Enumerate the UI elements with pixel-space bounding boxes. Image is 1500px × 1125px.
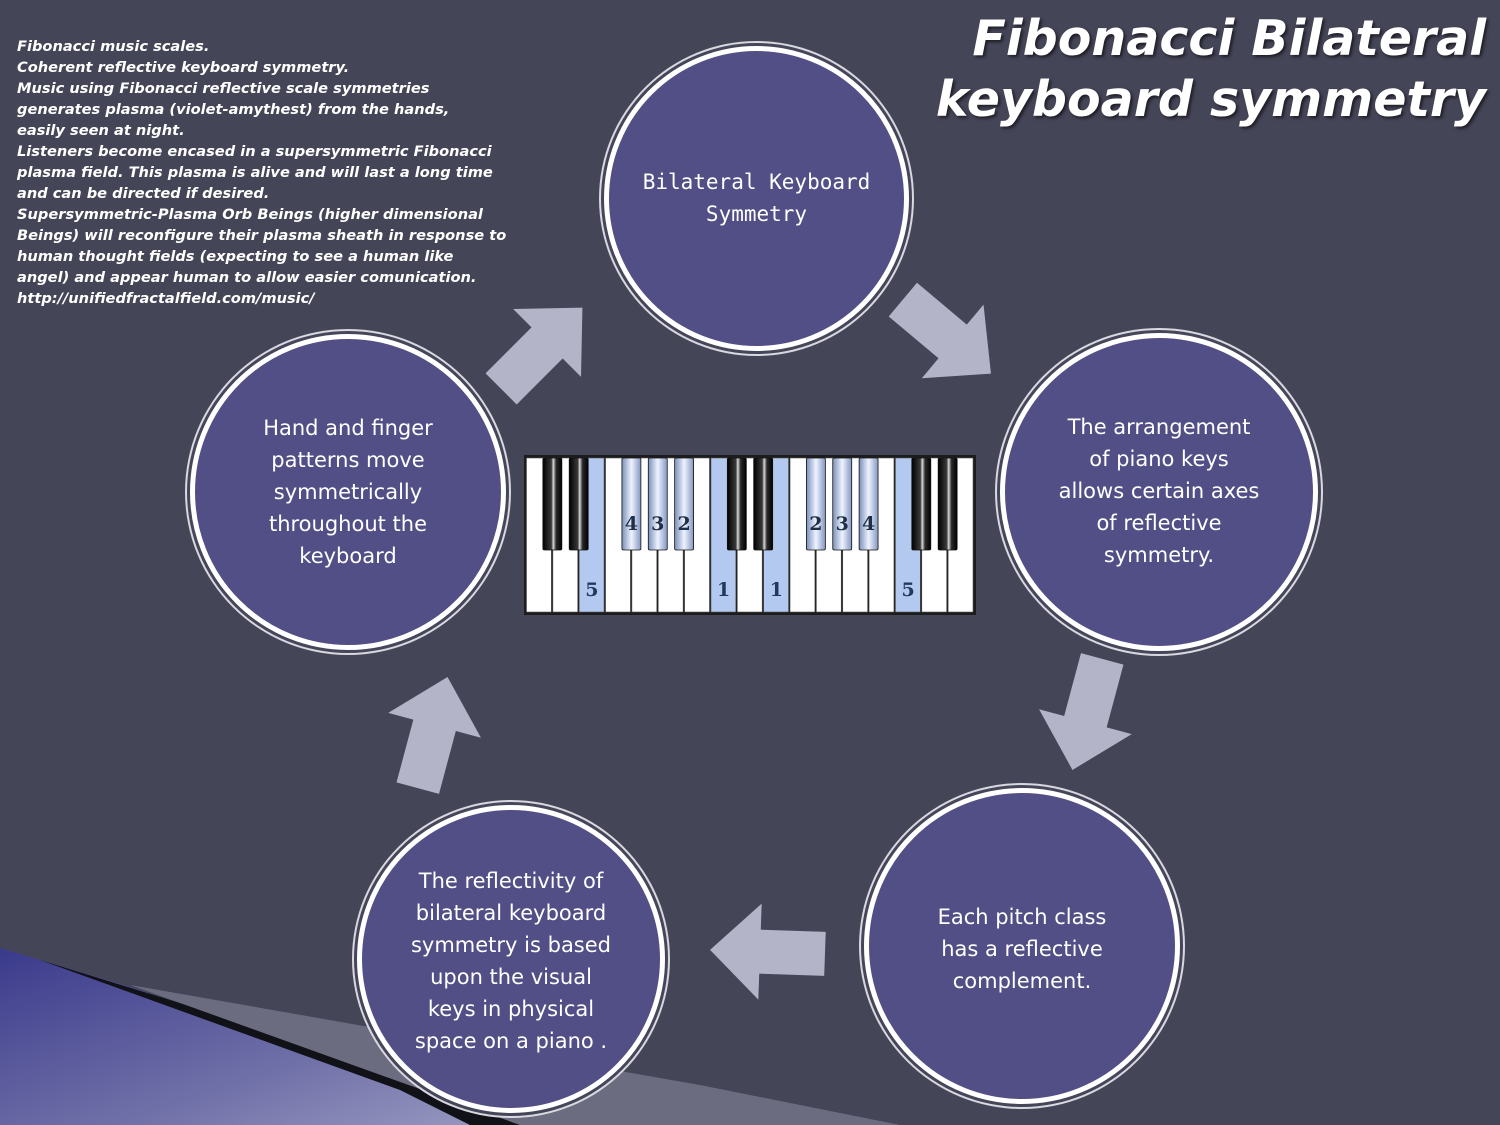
piano-black-key — [568, 457, 589, 551]
node-text-line: throughout the — [268, 512, 428, 536]
piano-black-key-highlighted — [858, 457, 879, 551]
node-text-line: symmetry. — [1103, 543, 1215, 567]
piano-black-key — [726, 457, 747, 551]
arrow-down-right-icon — [888, 282, 991, 379]
cycle-node-hand-patterns: Hand and finger patterns move symmetrica… — [190, 334, 506, 650]
finger-number-label: 5 — [902, 579, 915, 601]
node-text-line: Bilateral Keyboard — [642, 170, 871, 194]
piano-black-key-highlighted — [621, 457, 642, 551]
piano-black-key-highlighted — [832, 457, 853, 551]
notes-line: Coherent reflective keyboard symmetry. — [17, 59, 350, 76]
finger-number-label: 1 — [770, 579, 783, 601]
notes-line: easily seen at night. — [17, 122, 185, 139]
finger-number-label: 2 — [809, 513, 822, 535]
notes-line: angel) and appear human to allow easier … — [17, 269, 477, 286]
cycle-node-pitch-class: Each pitch class has a reflective comple… — [864, 788, 1180, 1104]
node-text-line: space on a piano . — [414, 1029, 608, 1053]
piano-black-key — [911, 457, 932, 551]
piano-black-key — [542, 457, 563, 551]
node-text-line: upon the visual — [430, 965, 592, 989]
node-text-line: The arrangement — [1067, 415, 1251, 439]
notes-link[interactable]: http://unifiedfractalfield.com/music/ — [17, 290, 315, 307]
node-text-line: symmetrically — [273, 480, 423, 504]
piano-black-key-highlighted — [805, 457, 826, 551]
title-line-1: Fibonacci Bilateral — [972, 10, 1486, 67]
notes-line: Fibonacci music scales. — [17, 38, 210, 55]
finger-number-label: 2 — [678, 513, 691, 535]
finger-number-label: 3 — [651, 513, 664, 535]
cycle-node-bilateral-symmetry: Bilateral Keyboard Symmetry — [604, 46, 909, 351]
cycle-node-key-arrangement: The arrangement of piano keys allows cer… — [1000, 333, 1318, 651]
arrow-down-icon — [1039, 653, 1132, 770]
node-text-line: of piano keys — [1089, 447, 1229, 471]
description-notes: Fibonacci music scales. Coherent reflect… — [17, 36, 617, 309]
node-text-line: complement. — [952, 969, 1092, 993]
notes-line: and can be directed if desired. — [17, 185, 270, 202]
node-text-line: Each pitch class — [937, 905, 1107, 929]
arrow-up-icon — [388, 677, 481, 794]
title-line-2: keyboard symmetry — [935, 71, 1486, 128]
piano-black-key-highlighted — [674, 457, 695, 551]
finger-number-label: 3 — [836, 513, 849, 535]
piano-black-key — [753, 457, 774, 551]
piano-black-key-highlighted — [647, 457, 668, 551]
finger-number-label: 4 — [625, 513, 638, 535]
node-text-line: has a reflective — [941, 937, 1103, 961]
arrow-left-icon — [710, 903, 826, 1000]
cycle-node-reflectivity: The reflectivity of bilateral keyboard s… — [357, 805, 665, 1113]
node-text-line: patterns move — [271, 448, 425, 472]
node-text-line: bilateral keyboard — [415, 901, 607, 925]
notes-line: Supersymmetric-Plasma Orb Beings (higher… — [17, 206, 483, 223]
node-text-line: symmetry is based — [410, 933, 611, 957]
page-title: Fibonacci Bilateral keyboard symmetry — [846, 8, 1486, 130]
piano-black-key — [937, 457, 958, 551]
finger-number-label: 5 — [585, 579, 598, 601]
notes-line: plasma field. This plasma is alive and w… — [17, 164, 493, 181]
finger-number-label: 1 — [717, 579, 730, 601]
finger-number-label: 4 — [862, 513, 875, 535]
arrow-up-right-icon — [485, 307, 583, 405]
notes-line: generates plasma (violet-amythest) from … — [17, 101, 450, 118]
node-text-line: Hand and finger — [263, 416, 433, 440]
notes-line: Listeners become encased in a supersymme… — [17, 143, 492, 160]
notes-line: human thought fields (expecting to see a… — [17, 248, 454, 265]
notes-line: Beings) will reconfigure their plasma sh… — [17, 227, 507, 244]
node-text-line: Symmetry — [705, 202, 808, 226]
node-text-line: allows certain axes — [1058, 479, 1260, 503]
node-text-line: of reflective — [1096, 511, 1222, 535]
notes-line: Music using Fibonacci reflective scale s… — [17, 80, 430, 97]
node-text-line: keys in physical — [427, 997, 595, 1021]
node-text-line: The reflectivity of — [418, 869, 604, 893]
node-text-line: keyboard — [299, 544, 397, 568]
